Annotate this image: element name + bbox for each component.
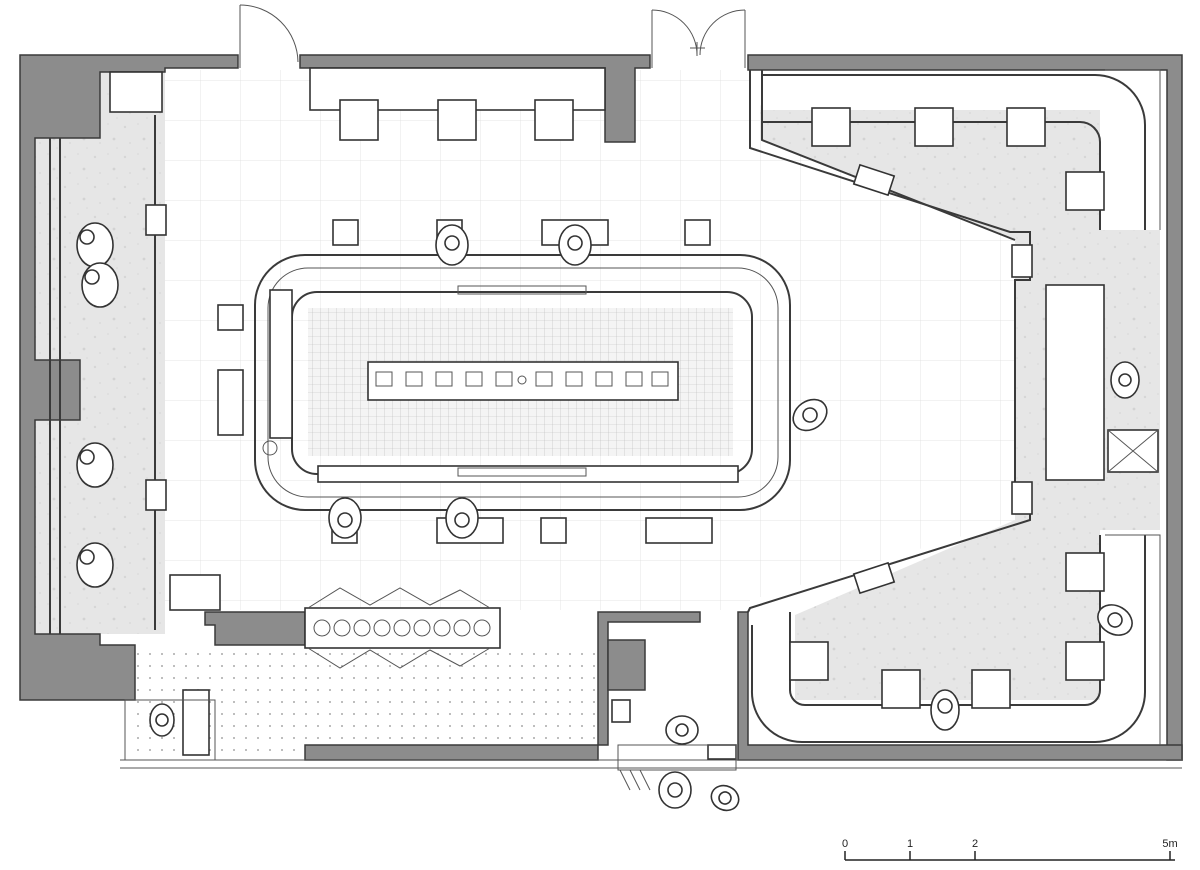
entrance-doors	[239, 4, 746, 68]
top-counter	[309, 67, 606, 141]
person-figure	[435, 224, 469, 266]
person-figure	[658, 771, 692, 809]
walls	[19, 54, 1183, 761]
person-figure	[665, 715, 699, 745]
person-figure	[1097, 604, 1133, 636]
person-figure	[710, 784, 740, 812]
person-figure	[792, 398, 828, 432]
person-figure	[1110, 361, 1140, 399]
scale-tick-label: 2	[972, 838, 978, 850]
central-island	[254, 254, 791, 511]
left-display	[49, 71, 221, 634]
place-settings	[375, 371, 669, 387]
left-stone-floor	[35, 72, 165, 634]
person-figure	[76, 442, 114, 488]
right-partition	[747, 70, 1159, 613]
person-figure	[149, 703, 175, 737]
person-figure	[328, 497, 362, 539]
scale-tick-label: 5m	[1162, 838, 1177, 850]
people	[76, 222, 1140, 812]
person-figure	[76, 542, 114, 588]
entrance-dotted-floor	[135, 645, 600, 760]
right-bottom-counter	[750, 534, 1161, 745]
person-figure	[445, 497, 479, 539]
scale-bar: 0 1 2 5m	[842, 838, 1178, 861]
person-figure	[558, 224, 592, 266]
entrance-zone	[120, 587, 1182, 791]
person-figure	[76, 222, 114, 268]
scale-tick-label: 1	[907, 838, 913, 850]
person-figure	[930, 689, 960, 731]
right-top-counter	[762, 69, 1161, 230]
scale-tick-label: 0	[842, 838, 848, 850]
right-stone-floor	[760, 110, 1160, 700]
person-figure	[81, 262, 119, 308]
